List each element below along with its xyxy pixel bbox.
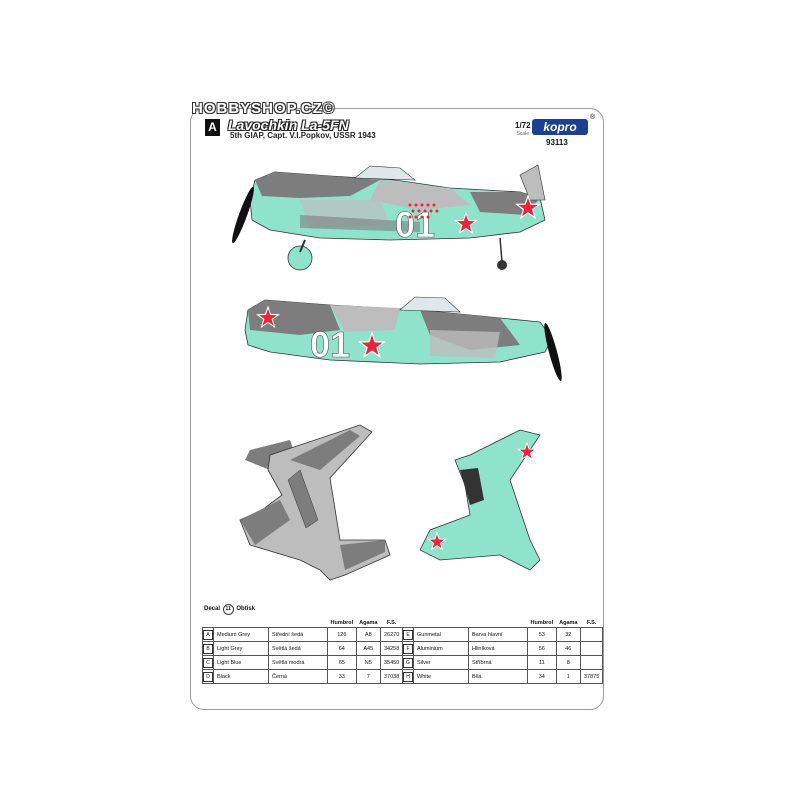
scheme-badge: A [205, 119, 220, 136]
header-agama: Agama [359, 619, 378, 626]
color-key: E [403, 629, 413, 640]
agama-code: A45 [355, 641, 381, 656]
fs-code: 37038 [379, 669, 404, 684]
color-key: F [403, 643, 413, 654]
color-key: A [203, 629, 213, 640]
kit-code: 93113 [546, 138, 568, 147]
color-name-cz: Světlá modrá [268, 655, 328, 670]
agama-code: 8 [555, 655, 581, 670]
fs-code: 34258 [379, 641, 404, 656]
fs-code: 35450 [379, 655, 404, 670]
top-view [239, 424, 391, 581]
humbrol-code: 11 [527, 655, 557, 670]
color-name-cz: Hliníková [468, 641, 528, 656]
color-key: H [403, 671, 413, 682]
brand-logo: kopro [532, 119, 588, 135]
color-key: B [203, 643, 213, 654]
color-key: D [203, 671, 213, 682]
header-humbrol: Humbrol [330, 619, 354, 626]
decal-number: 11 [222, 604, 234, 615]
side-number-left: 01 [395, 204, 435, 245]
table-row: C Light Blue Světlá modrá 65 N5 35450 [202, 655, 404, 670]
decal-label-cz: Obtisk [236, 606, 256, 612]
decal-label: Decal 11 Obtisk [204, 604, 255, 615]
header-fs: F.S. [386, 619, 397, 626]
page-title: Lavochkin La-5FN [228, 117, 349, 133]
agama-code: A8 [355, 627, 381, 642]
color-name-en: Light Grey [213, 641, 269, 656]
header-agama: Agama [559, 619, 578, 626]
color-key: C [203, 657, 213, 668]
color-name-en: White [413, 669, 469, 684]
humbrol-code: 34 [527, 669, 557, 684]
left-side-view: 01 [232, 164, 546, 271]
humbrol-code: 33 [327, 669, 357, 684]
color-name-cz: Černá [268, 669, 328, 684]
humbrol-code: 65 [327, 655, 357, 670]
table-row: B Light Grey Světlá šedá 64 A45 34258 [202, 641, 404, 656]
color-name-cz: Stříbrná [468, 655, 528, 670]
color-name-cz: Bílá [468, 669, 528, 684]
scale-caption: Scale [516, 131, 530, 137]
color-key: G [403, 657, 413, 668]
color-name-en: Silver [413, 655, 469, 670]
fs-code [579, 641, 604, 656]
scale-label: 1/72 Scale [515, 121, 531, 139]
fs-code [579, 655, 604, 670]
agama-code: 1 [555, 669, 581, 684]
agama-code: 7 [355, 669, 381, 684]
humbrol-code: 126 [327, 627, 357, 642]
registered-mark: ® [590, 114, 596, 121]
humbrol-code: 64 [327, 641, 357, 656]
humbrol-code: 56 [527, 641, 557, 656]
bottom-view [419, 429, 541, 571]
color-name-cz: Světlá šedá [268, 641, 328, 656]
agama-code: N5 [355, 655, 381, 670]
table-row: A Medium Grey Střední šedá 126 A8 26270 [202, 627, 404, 642]
table-row: D Black Černá 33 7 37038 [202, 669, 404, 684]
side-number-right: 01 [310, 324, 350, 365]
color-name-cz: Střední šedá [268, 627, 328, 642]
agama-code: 32 [555, 627, 581, 642]
color-name-en: Black [213, 669, 269, 684]
fs-code: 37875 [579, 669, 604, 684]
color-name-en: Aluminium [413, 641, 469, 656]
color-name-cz: Barva hlavní [468, 627, 528, 642]
table-row: H White Bílá 34 1 37875 [402, 669, 604, 684]
color-table-right: Humbrol Agama F.S. E Gunmetal Barva hlav… [402, 618, 604, 684]
header-fs: F.S. [586, 619, 597, 626]
color-table-left: Humbrol Agama F.S. A Medium Grey Střední… [202, 618, 404, 684]
color-name-en: Gunmetal [413, 627, 469, 642]
page-subtitle: 5th GIAP, Capt. V.I.Popkov, USSR 1943 [230, 131, 376, 140]
fs-code [579, 627, 604, 642]
scale-value: 1/72 [515, 121, 531, 130]
decal-label-en: Decal [204, 606, 221, 612]
header-humbrol: Humbrol [530, 619, 554, 626]
humbrol-code: 53 [527, 627, 557, 642]
table-row: E Gunmetal Barva hlavní 53 32 [402, 627, 604, 642]
watermark: HOBBYSHOP.CZ© [192, 100, 335, 117]
fs-code: 26270 [379, 627, 404, 642]
agama-code: 46 [555, 641, 581, 656]
color-name-en: Light Blue [213, 655, 269, 670]
right-side-view: 01 [244, 296, 562, 381]
color-name-en: Medium Grey [213, 627, 269, 642]
table-row: F Aluminium Hliníková 56 46 [402, 641, 604, 656]
table-row: G Silver Stříbrná 11 8 [402, 655, 604, 670]
